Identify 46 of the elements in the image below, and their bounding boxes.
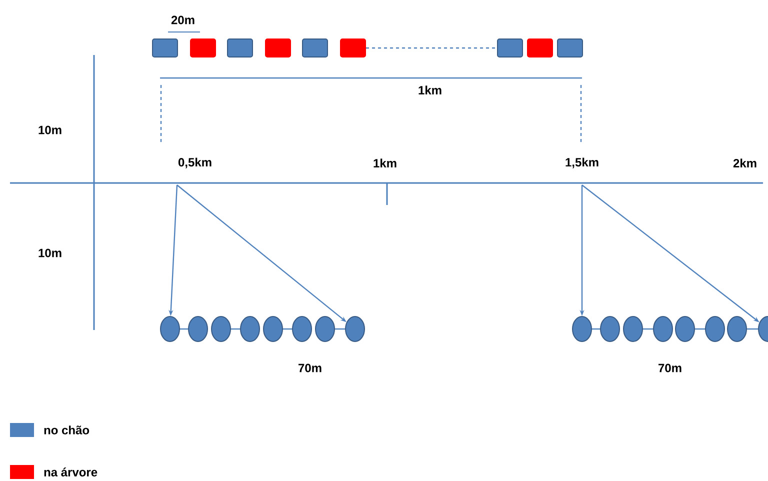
dimension-label: 70m (298, 364, 322, 372)
connector-line (592, 328, 600, 330)
trap-circle (315, 316, 335, 342)
trap-circle (758, 316, 768, 342)
legend-label: no chão (44, 426, 90, 434)
connector-line (366, 47, 497, 49)
axis-label: 0,5km (178, 158, 212, 168)
connector-line (643, 328, 653, 330)
axis-label: 1km (374, 158, 396, 168)
connector-line (695, 328, 705, 330)
distance-label: 10m (38, 126, 62, 134)
trap-circle (653, 316, 673, 342)
connector-line (283, 328, 292, 330)
scale-label: 20m (171, 16, 194, 24)
trap-circle (211, 316, 231, 342)
trap-circle (188, 316, 208, 342)
trap-circle (600, 316, 620, 342)
trap-circle (623, 316, 643, 342)
legend-label: na árvore (44, 468, 98, 476)
trap-circle (727, 316, 747, 342)
trap-square (265, 38, 291, 58)
trap-square (227, 38, 253, 58)
trap-circle (572, 316, 592, 342)
trap-circle (292, 316, 312, 342)
trap-square (557, 38, 583, 58)
dimension-label: 70m (658, 364, 682, 372)
trap-circle (705, 316, 725, 342)
trap-square (152, 38, 178, 58)
trap-circle (160, 316, 180, 342)
trap-square (497, 38, 523, 58)
dimension-label: 1km (418, 86, 442, 94)
trap-square (190, 38, 216, 58)
connector-line (335, 328, 345, 330)
connector-line (747, 328, 758, 330)
connector-line (231, 328, 240, 330)
axis-label: 2km (733, 158, 756, 168)
trap-square (302, 38, 328, 58)
trap-circle (675, 316, 695, 342)
trap-circle (345, 316, 365, 342)
connector-line (180, 328, 188, 330)
trap-circle (240, 316, 260, 342)
distance-label: 10m (38, 248, 62, 258)
trap-circle (263, 316, 283, 342)
trap-square (340, 38, 366, 58)
axis-label: 1,5km (566, 158, 598, 168)
trap-square (527, 38, 553, 58)
